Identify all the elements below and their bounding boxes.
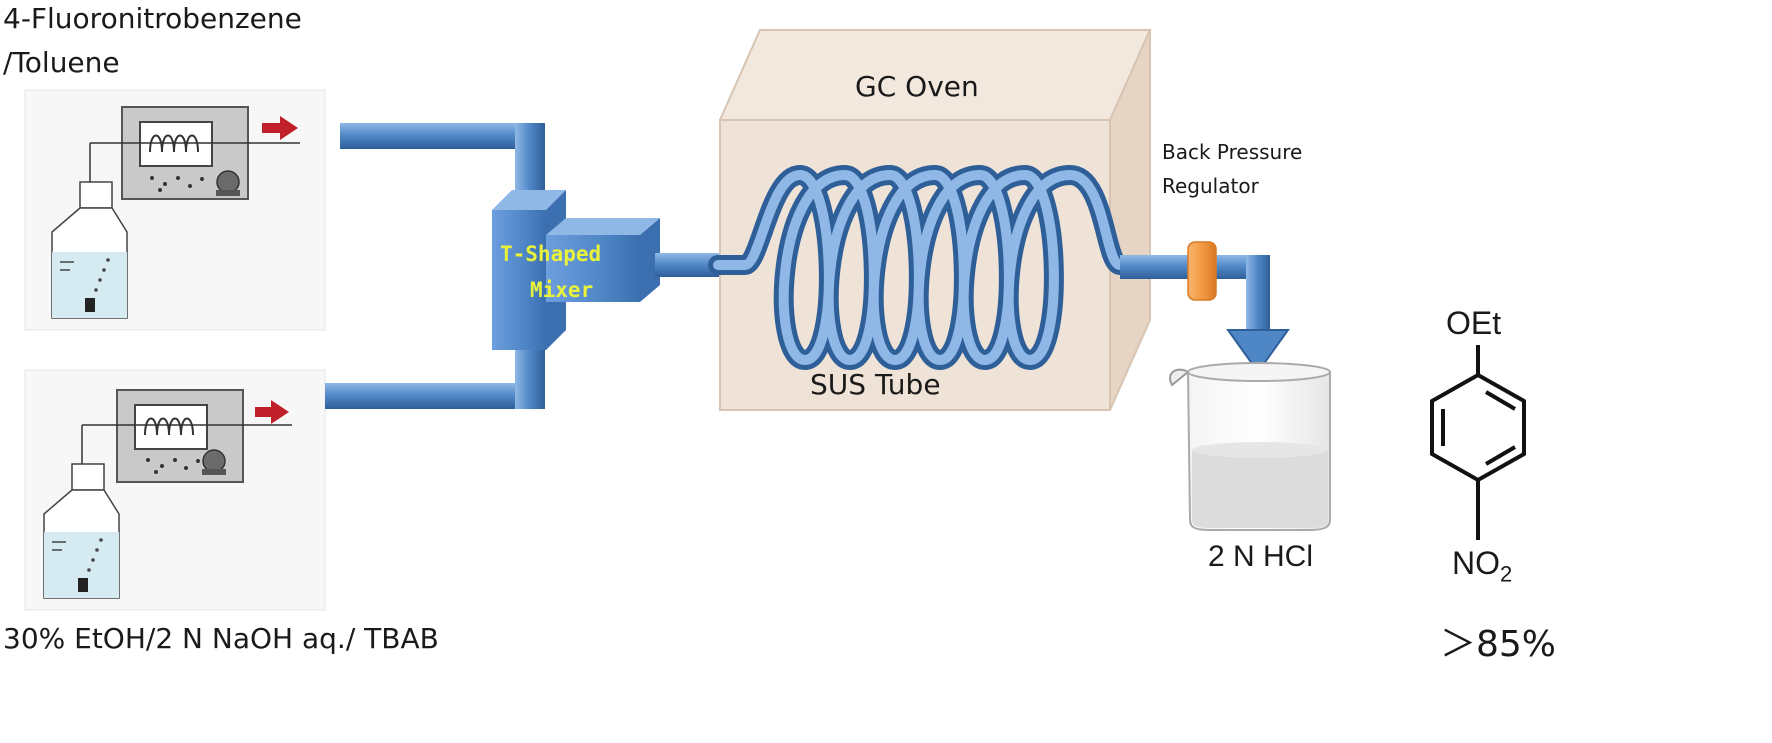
yield-label: ＞85% [1440, 624, 1557, 665]
quench-label: 2 N HCl [1208, 540, 1314, 573]
bpr-label-line2: Regulator [1162, 174, 1259, 198]
bottom-pump-panel [24, 369, 326, 611]
product-nitro-text: NO [1452, 545, 1500, 581]
top-pump-icon [89, 106, 300, 305]
product-structure [1430, 345, 1526, 540]
reagent-a-label-line2: /Toluene [3, 46, 120, 79]
product-nitro-label: NO2 [1452, 545, 1512, 587]
reagent-a-label-line1: 4-Fluoronitrobenzene [3, 2, 302, 35]
sus-tube-label: SUS Tube [810, 368, 941, 401]
gc-oven-label: GC Oven [855, 70, 979, 103]
quench-beaker [1169, 362, 1331, 531]
bottom-reagent-bottle-icon [43, 463, 120, 599]
top-flow-arrow-icon [262, 116, 298, 140]
bottom-pump-icon [81, 389, 292, 585]
reagent-b-label: 30% EtOH/2 N NaOH aq./ TBAB [3, 622, 439, 655]
top-reagent-bottle-icon [51, 181, 128, 319]
mixer-label-line2: Mixer [530, 278, 594, 302]
top-pump-panel [24, 89, 326, 331]
bottom-flow-arrow-icon [255, 400, 289, 424]
sus-tube-coil [708, 164, 1145, 371]
mixer-label-line1: T-Shaped [500, 242, 602, 266]
bpr-label-line1: Back Pressure [1162, 140, 1303, 164]
t-shaped-mixer [492, 190, 660, 350]
bottom-feed-tube [325, 330, 545, 409]
product-ethoxy-label: OEt [1446, 305, 1502, 341]
product-nitro-subscript: 2 [1500, 561, 1513, 587]
back-pressure-regulator [1187, 241, 1217, 301]
outlet-tube [1120, 255, 1290, 374]
